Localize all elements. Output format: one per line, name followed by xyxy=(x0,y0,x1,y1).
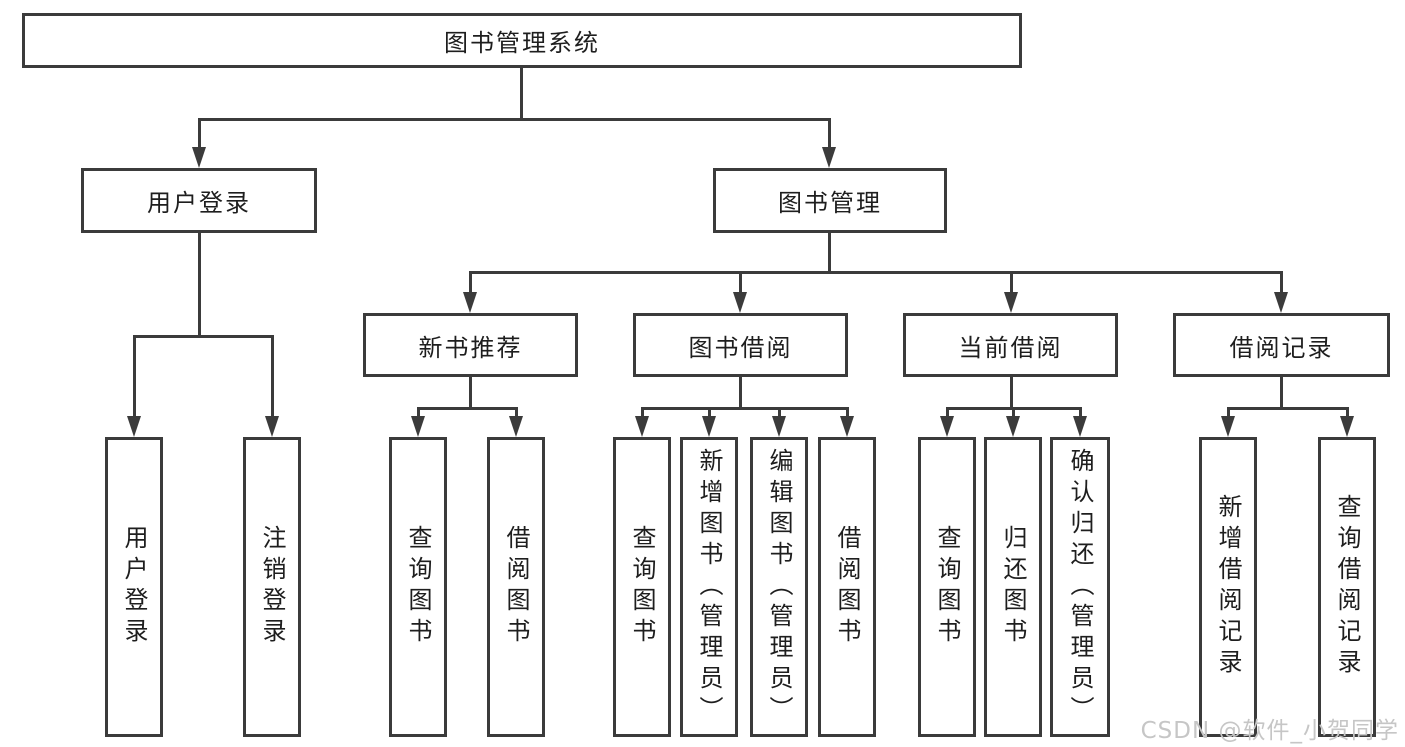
connector-drop xyxy=(1009,272,1013,295)
node-label: 查询借阅记录 xyxy=(1333,494,1361,680)
node-leaf-br-query-record: 查询借阅记录 xyxy=(1318,437,1376,737)
connector-bar xyxy=(468,270,1283,274)
node-leaf-cb-confirm-return: 确认归还（管理员） xyxy=(1050,437,1110,737)
node-label: 新增借阅记录 xyxy=(1214,494,1242,680)
node-leaf-cb-return-book: 归还图书 xyxy=(984,437,1042,737)
connector-bar xyxy=(1226,406,1349,410)
arrowhead-down-icon xyxy=(1221,416,1235,437)
arrowhead-down-icon xyxy=(411,416,425,437)
node-leaf-user-login: 用户登录 xyxy=(105,437,163,737)
arrowhead-down-icon xyxy=(940,416,954,437)
arrowhead-down-icon xyxy=(840,416,854,437)
node-label: 借阅图书 xyxy=(833,525,861,649)
arrowhead-down-icon xyxy=(733,292,747,313)
node-user-login: 用户登录 xyxy=(81,168,317,233)
arrowhead-down-icon xyxy=(509,416,523,437)
node-label: 图书管理系统 xyxy=(444,29,600,57)
node-book-management: 图书管理 xyxy=(713,168,947,233)
connector-stem xyxy=(468,377,472,410)
node-label: 新增图书（管理员） xyxy=(695,447,723,727)
node-label: 编辑图书（管理员） xyxy=(765,447,793,727)
connector-drop xyxy=(1011,408,1015,419)
node-leaf-bb-edit-book: 编辑图书（管理员） xyxy=(750,437,808,737)
node-label: 注销登录 xyxy=(258,525,286,649)
connector-drop xyxy=(845,408,849,419)
connector-drop xyxy=(640,408,644,419)
connector-bar xyxy=(132,334,274,338)
connector-drop xyxy=(827,119,831,150)
node-root: 图书管理系统 xyxy=(22,13,1022,68)
node-leaf-bb-query-book: 查询图书 xyxy=(613,437,671,737)
node-book-borrowing: 图书借阅 xyxy=(633,313,848,377)
node-label: 借阅图书 xyxy=(502,525,530,649)
node-label: 查询图书 xyxy=(404,525,432,649)
connector-stem xyxy=(1009,377,1013,410)
node-label: 借阅记录 xyxy=(1229,333,1334,362)
arrowhead-down-icon xyxy=(192,147,206,168)
node-leaf-br-add-record: 新增借阅记录 xyxy=(1199,437,1257,737)
node-label: 确认归还（管理员） xyxy=(1066,447,1094,727)
arrowhead-down-icon xyxy=(822,147,836,168)
connector-stem xyxy=(1279,377,1283,410)
connector-drop xyxy=(416,408,420,419)
node-leaf-logout: 注销登录 xyxy=(243,437,301,737)
connector-drop xyxy=(1345,408,1349,419)
connector-stem xyxy=(738,377,742,410)
connector-drop xyxy=(514,408,518,419)
node-label: 图书管理 xyxy=(778,189,882,217)
arrowhead-down-icon xyxy=(265,416,279,437)
node-leaf-nbr-query-book: 查询图书 xyxy=(389,437,447,737)
arrowhead-down-icon xyxy=(1274,292,1288,313)
node-label: 新书推荐 xyxy=(418,333,523,362)
node-leaf-cb-query-book: 查询图书 xyxy=(918,437,976,737)
node-label: 查询图书 xyxy=(628,525,656,649)
connector-drop xyxy=(1279,272,1283,295)
connector-drop xyxy=(777,408,781,419)
arrowhead-down-icon xyxy=(702,416,716,437)
connector-bar xyxy=(416,406,518,410)
connector-drop xyxy=(132,336,136,419)
node-label: 图书借阅 xyxy=(688,333,793,362)
arrowhead-down-icon xyxy=(463,292,477,313)
connector-drop xyxy=(1078,408,1082,419)
connector-bar xyxy=(197,117,831,121)
connector-drop xyxy=(738,272,742,295)
connector-drop xyxy=(945,408,949,419)
connector-stem xyxy=(827,233,831,274)
arrowhead-down-icon xyxy=(635,416,649,437)
node-current-borrowing: 当前借阅 xyxy=(903,313,1118,377)
node-leaf-bb-add-book: 新增图书（管理员） xyxy=(680,437,738,737)
arrowhead-down-icon xyxy=(1073,416,1087,437)
connector-drop xyxy=(197,119,201,150)
connector-drop xyxy=(1226,408,1230,419)
connector-bar xyxy=(640,406,849,410)
arrowhead-down-icon xyxy=(1004,292,1018,313)
node-leaf-nbr-borrow-book: 借阅图书 xyxy=(487,437,545,737)
node-label: 用户登录 xyxy=(147,189,251,217)
node-borrowing-records: 借阅记录 xyxy=(1173,313,1390,377)
watermark-text: CSDN @软件_小贺同学 xyxy=(1140,718,1399,744)
connector-drop xyxy=(468,272,472,295)
connector-drop xyxy=(707,408,711,419)
node-label: 归还图书 xyxy=(999,525,1027,649)
node-label: 用户登录 xyxy=(120,525,148,649)
arrowhead-down-icon xyxy=(1340,416,1354,437)
arrowhead-down-icon xyxy=(772,416,786,437)
node-leaf-bb-borrow-book: 借阅图书 xyxy=(818,437,876,737)
node-new-book-recommend: 新书推荐 xyxy=(363,313,578,377)
connector-drop xyxy=(270,336,274,419)
arrowhead-down-icon xyxy=(127,416,141,437)
node-label: 查询图书 xyxy=(933,525,961,649)
arrowhead-down-icon xyxy=(1006,416,1020,437)
node-label: 当前借阅 xyxy=(958,333,1063,362)
connector-stem xyxy=(197,233,201,338)
connector-stem xyxy=(519,68,523,121)
